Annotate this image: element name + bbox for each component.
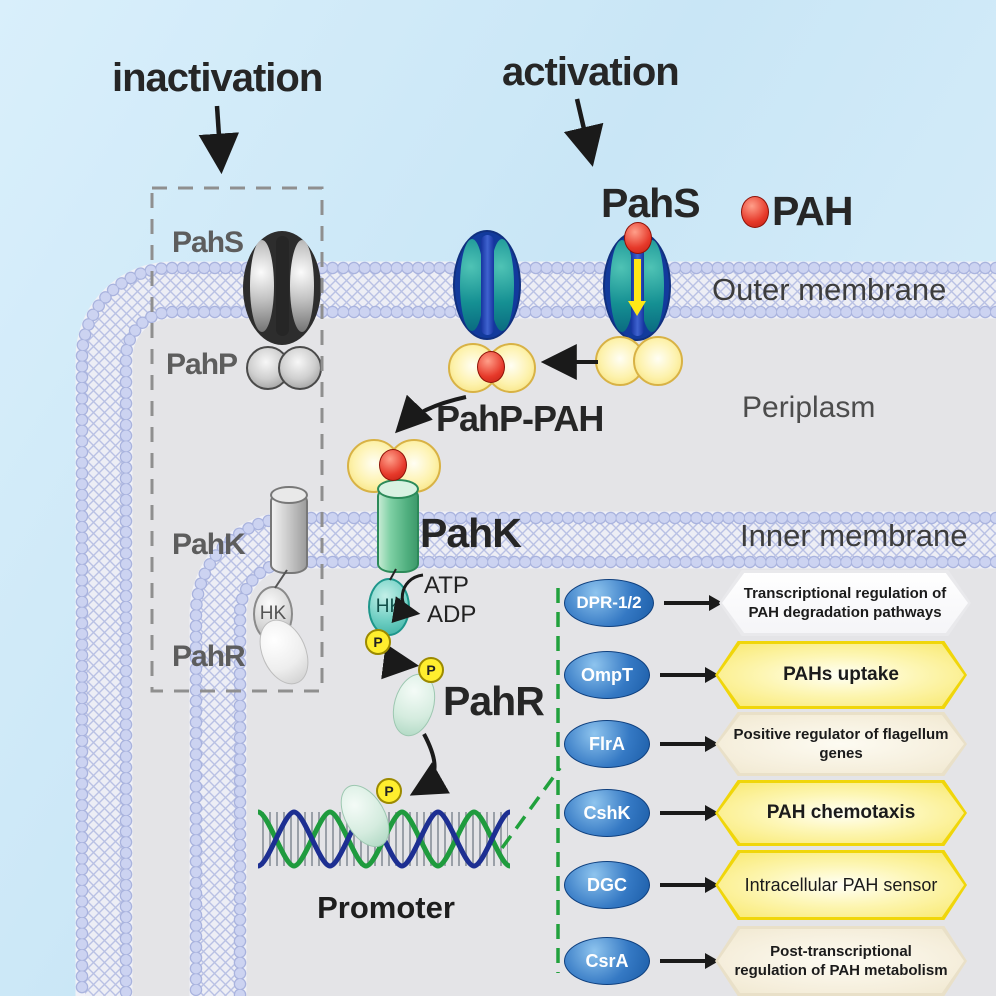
pahk-gray-label: PahK <box>172 528 246 561</box>
barrel-channel <box>275 236 289 336</box>
hk-domain-active: HK <box>368 578 410 636</box>
inactivation-arrow <box>198 105 240 175</box>
gene-oval: CshK <box>564 789 650 837</box>
pahk-label: PahK <box>420 510 522 556</box>
gene-oval: DPR-1/2 <box>564 579 654 627</box>
pahk-inactive-top <box>270 486 308 504</box>
hk-label: HK <box>375 596 403 617</box>
promoter-label: Promoter <box>317 890 455 925</box>
pah-legend-icon <box>741 196 769 228</box>
phosphate-icon: P <box>418 657 444 683</box>
phosphate-label: P <box>373 634 383 650</box>
function-label: PAHs uptake <box>718 644 964 706</box>
phosphate-icon: P <box>376 778 402 804</box>
regulon-row: OmpT PAHs uptake <box>550 641 996 709</box>
function-label: Positive regulator of flagellum genes <box>718 715 964 773</box>
barrel-lobe <box>250 240 274 332</box>
periplasm-label: Periplasm <box>742 391 876 424</box>
function-badge: Post-transcriptional regulation of PAH m… <box>715 926 967 996</box>
function-badge: Positive regulator of flagellum genes <box>715 712 967 776</box>
pahr-label: PahR <box>443 678 545 724</box>
pahr-gray-label: PahR <box>172 640 246 673</box>
pahk-transmembrane-domain <box>377 487 419 573</box>
row-arrow-icon <box>660 953 719 968</box>
row-arrow-icon <box>660 667 719 682</box>
adp-label: ADP <box>427 601 477 628</box>
gene-oval: OmpT <box>564 651 650 699</box>
row-arrow-icon <box>660 736 719 751</box>
row-arrow-icon <box>664 595 723 610</box>
pah-molecule-icon <box>379 449 407 481</box>
outer-membrane-label: Outer membrane <box>712 272 947 307</box>
transport-arrow <box>633 259 641 303</box>
function-label: Post-transcriptional regulation of PAH m… <box>718 929 964 993</box>
pahp-pah-label: PahP-PAH <box>436 398 604 439</box>
pahs-barrel-empty <box>455 232 519 338</box>
transport-arrow-head <box>628 301 646 316</box>
pahk-cylinder-top <box>377 479 419 499</box>
activation-arrow <box>563 98 604 167</box>
gene-label: OmpT <box>581 664 633 685</box>
gene-label: DPR-1/2 <box>576 593 642 612</box>
function-badge: Transcriptional regulation of PAH degrad… <box>719 570 971 636</box>
gene-label: DGC <box>587 874 627 895</box>
function-badge: PAH chemotaxis <box>715 780 967 846</box>
gene-label: CshK <box>583 802 631 823</box>
barrel-lobe <box>490 239 514 331</box>
barrel-lobe <box>640 240 664 332</box>
function-label: Intracellular PAH sensor <box>718 853 964 917</box>
phosphate-label: P <box>384 783 394 799</box>
function-label: PAH chemotaxis <box>718 783 964 843</box>
pahp-protein <box>633 336 683 386</box>
row-arrow-icon <box>660 805 719 820</box>
pahp-gray-label: PahP <box>166 348 238 381</box>
barrel-channel <box>480 235 494 335</box>
gene-label: FlrA <box>589 733 625 754</box>
pahs-gray-label: PahS <box>172 226 244 259</box>
phosphate-label: P <box>426 662 436 678</box>
inactivation-title: inactivation <box>112 56 323 100</box>
pahs-barrel-inactive <box>245 233 319 343</box>
gene-oval: CsrA <box>564 937 650 985</box>
gene-oval: DGC <box>564 861 650 909</box>
regulon-row: CsrA Post-transcriptional regulation of … <box>550 926 996 996</box>
regulon-panel: DPR-1/2 Transcriptional regulation of PA… <box>550 560 996 996</box>
regulon-row: CshK PAH chemotaxis <box>550 780 996 846</box>
pahs-active-label: PahS <box>601 180 701 226</box>
pahk-inactive <box>270 492 308 574</box>
function-badge: Intracellular PAH sensor <box>715 850 967 920</box>
pahp-protein-inactive <box>278 346 322 390</box>
pah-legend-label: PAH <box>772 188 854 234</box>
pah-molecule-icon <box>624 222 652 254</box>
atp-label: ATP <box>424 572 469 599</box>
gene-label: CsrA <box>585 950 629 971</box>
activation-title: activation <box>502 50 680 94</box>
phosphate-icon: P <box>365 629 391 655</box>
regulon-row: FlrA Positive regulator of flagellum gen… <box>550 712 996 776</box>
inner-membrane-label: Inner membrane <box>740 518 968 553</box>
barrel-lobe <box>290 240 314 332</box>
pah-molecule-icon <box>477 351 505 383</box>
function-label: Transcriptional regulation of PAH degrad… <box>722 573 968 633</box>
regulon-row: DGC Intracellular PAH sensor <box>550 850 996 920</box>
row-arrow-icon <box>660 877 719 892</box>
function-badge: PAHs uptake <box>715 641 967 709</box>
gene-oval: FlrA <box>564 720 650 768</box>
regulon-row: DPR-1/2 Transcriptional regulation of PA… <box>550 570 996 636</box>
